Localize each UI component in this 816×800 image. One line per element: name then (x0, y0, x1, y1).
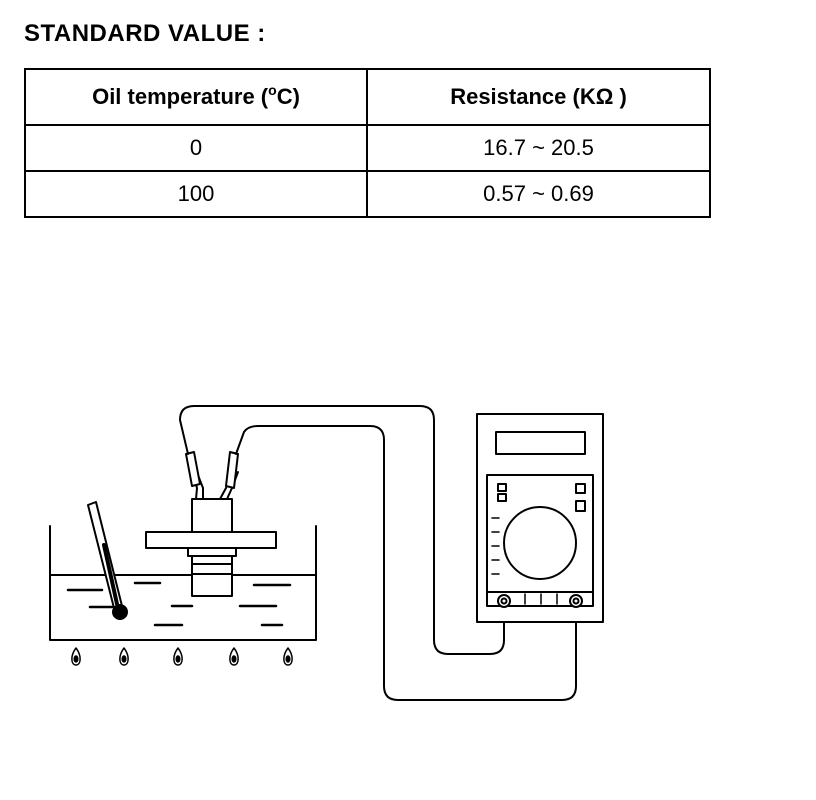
probe-jack-com (497, 594, 511, 608)
header-temp-suffix: C) (276, 84, 300, 109)
header-resistance: Resistance (KΩ ) (366, 68, 711, 126)
multimeter (476, 413, 604, 623)
degree-superscript: o (268, 82, 277, 98)
thermometer (87, 501, 128, 620)
flame-icon (229, 647, 239, 666)
multimeter-display (495, 431, 586, 455)
flame-icon (173, 647, 183, 666)
page-heading: STANDARD VALUE : (24, 20, 266, 47)
header-temp-prefix: Oil temperature ( (92, 84, 269, 109)
flame-icon (119, 647, 129, 666)
cell-temperature: 100 (24, 170, 368, 218)
probe-jack-ohm (569, 594, 583, 608)
oil-surface-dashes (66, 581, 292, 627)
table-header-row: Oil temperature (oC) Resistance (KΩ ) (24, 68, 711, 126)
table-row: 0 16.7 ~ 20.5 (24, 124, 711, 172)
cell-temperature: 0 (24, 124, 368, 172)
cell-resistance: 16.7 ~ 20.5 (366, 124, 711, 172)
test-wires (179, 405, 577, 701)
burner-flames (71, 647, 293, 666)
dial-tick-marks (491, 517, 500, 575)
flame-icon (283, 647, 293, 666)
test-setup-diagram (49, 405, 604, 701)
sensor-leads (179, 419, 245, 500)
oil-bath (49, 525, 317, 641)
table-row: 100 0.57 ~ 0.69 (24, 170, 711, 218)
temperature-sensor (145, 498, 277, 597)
standard-value-table: Oil temperature (oC) Resistance (KΩ ) 0 … (24, 68, 711, 218)
rotary-selector-dial (503, 506, 577, 580)
flame-icon (71, 647, 81, 666)
header-oil-temperature: Oil temperature (oC) (24, 68, 368, 126)
cell-resistance: 0.57 ~ 0.69 (366, 170, 711, 218)
